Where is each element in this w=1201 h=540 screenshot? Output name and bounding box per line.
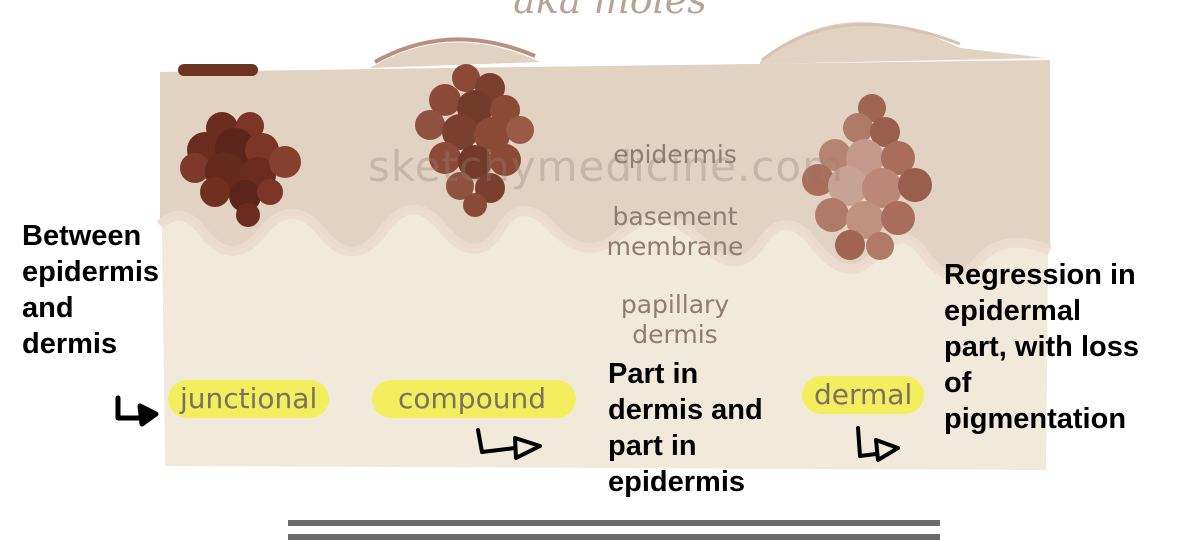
label-papillary-line: papillary: [592, 290, 758, 320]
label-basement-line: basement: [592, 202, 758, 232]
label-epidermis: epidermis: [600, 142, 750, 167]
nevus-type-compound: compound: [372, 380, 576, 418]
note-dermal-line: epidermal: [944, 293, 1139, 329]
skin-surface-bump: [370, 42, 540, 68]
note-compound-line: Part in: [608, 356, 763, 392]
note-dermal-line: pigmentation: [944, 401, 1139, 437]
diagram-title: aka moles: [430, 0, 790, 22]
note-compound-line: dermis and: [608, 392, 763, 428]
label-dermis-line: dermis: [592, 320, 758, 350]
note-junctional-line: Between: [22, 218, 159, 254]
note-dermal-line: Regression in: [944, 257, 1139, 293]
note-compound: Part in dermis and part in epidermis: [608, 356, 763, 500]
note-dermal-line: of: [944, 365, 1139, 401]
note-junctional-line: dermis: [22, 326, 159, 362]
note-dermal-line: part, with loss: [944, 329, 1139, 365]
note-dermal: Regression in epidermal part, with loss …: [944, 257, 1139, 437]
note-compound-line: part in: [608, 428, 763, 464]
note-compound-line: epidermis: [608, 464, 763, 500]
nevus-type-dermal: dermal: [802, 376, 924, 414]
divider-line-1: [288, 520, 940, 526]
note-junctional-line: epidermis: [22, 254, 159, 290]
label-papillary-dermis: papillary dermis: [592, 290, 758, 350]
label-basement-membrane: basement membrane: [592, 202, 758, 262]
divider-line-2: [288, 534, 940, 540]
note-junctional: Between epidermis and dermis: [22, 218, 159, 362]
note-junctional-line: and: [22, 290, 159, 326]
arrow-icon-junctional: [118, 398, 156, 424]
nevus-type-junctional: junctional: [168, 380, 329, 418]
label-membrane-line: membrane: [592, 232, 758, 262]
surface-pigment-mark: [178, 64, 258, 76]
